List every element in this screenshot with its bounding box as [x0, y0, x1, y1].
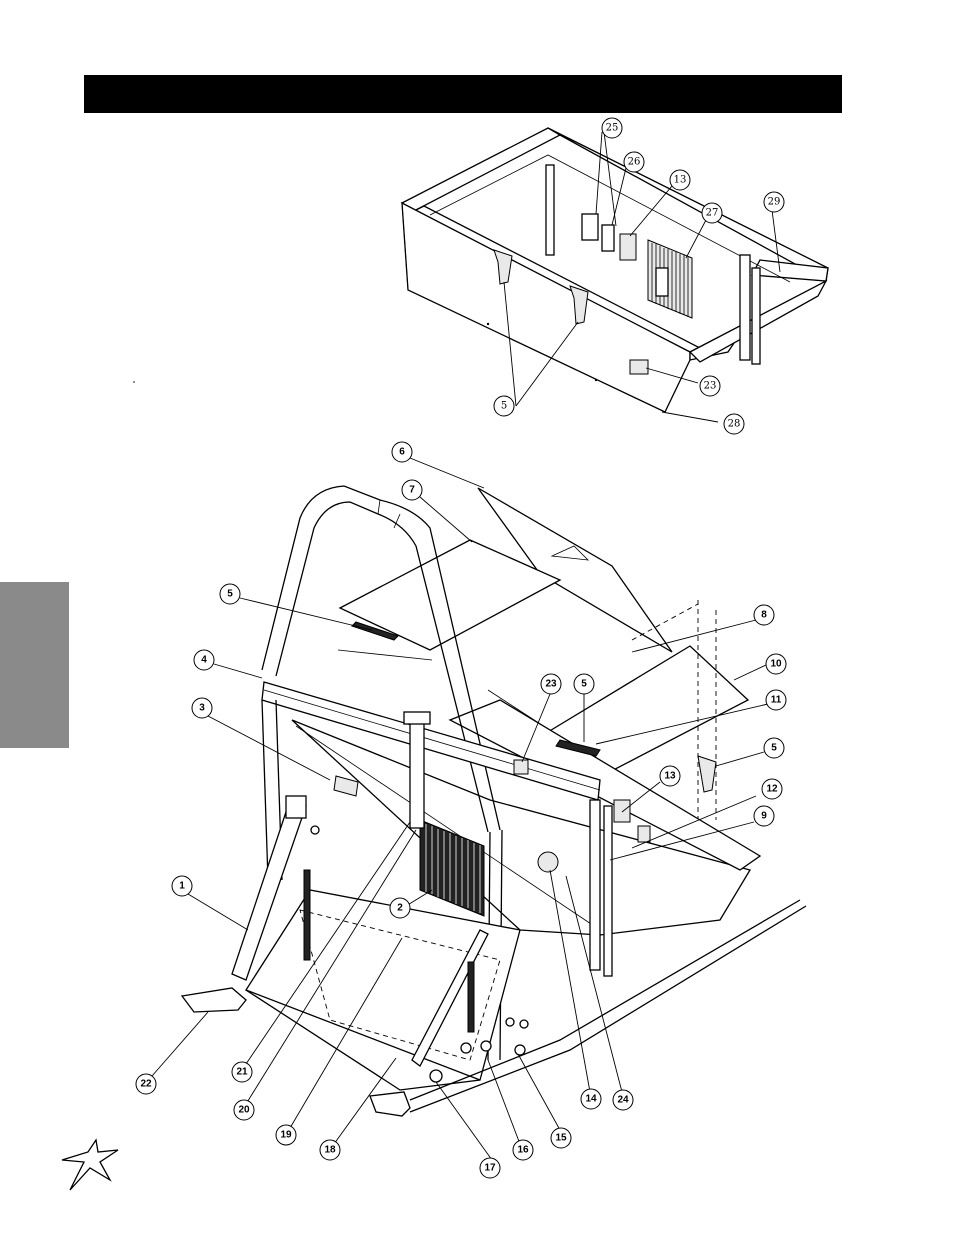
- side-tab: [0, 582, 69, 748]
- svg-text:19: 19: [280, 1130, 292, 1141]
- callout-bubble: 22: [135, 1073, 157, 1095]
- callout-bubble: 17: [479, 1157, 501, 1179]
- callout-bubble: 8: [753, 604, 775, 626]
- top-callout-group: 25 26 13 27 29 23 5 28: [493, 117, 785, 435]
- callout-bubble: 21: [231, 1061, 253, 1083]
- callout-bubble: 12: [761, 778, 783, 800]
- svg-text:14: 14: [585, 1094, 597, 1105]
- callout-bubble: 14: [580, 1088, 602, 1110]
- callout-bubble: 20: [233, 1099, 255, 1121]
- callout-bubble: 11: [765, 689, 787, 711]
- callout-bubble: 7: [401, 479, 423, 501]
- callout-bubble: 5: [219, 583, 241, 605]
- svg-text:13: 13: [664, 771, 676, 782]
- svg-text:5: 5: [581, 679, 587, 690]
- svg-text:23: 23: [545, 679, 557, 690]
- callout-bubble: 25: [601, 117, 623, 139]
- bottom-callout-group: 6 7 5 8 10 4 23 5 11 3 5 13 12 9 1 2 22 …: [135, 441, 787, 1179]
- svg-text:13: 13: [674, 175, 687, 186]
- svg-text:2: 2: [397, 903, 403, 914]
- callout-bubble: 29: [763, 191, 785, 213]
- frame-drawing: [180, 485, 807, 1117]
- svg-text:26: 26: [628, 157, 641, 168]
- callout-bubble: 4: [193, 649, 215, 671]
- svg-text:23: 23: [704, 381, 717, 392]
- callout-bubble: 5: [493, 395, 515, 417]
- callout-bubble: 26: [623, 151, 645, 173]
- callout-bubble: 5: [763, 737, 785, 759]
- svg-text:22: 22: [140, 1079, 152, 1090]
- callout-bubble: 9: [753, 805, 775, 827]
- svg-text:5: 5: [771, 743, 777, 754]
- svg-text:18: 18: [324, 1145, 336, 1156]
- svg-text:5: 5: [227, 589, 233, 600]
- callout-bubble: 2: [389, 897, 411, 919]
- callout-bubble: 19: [275, 1124, 297, 1146]
- bottom-leader-lines: [151, 457, 769, 1161]
- header-bar: [84, 75, 842, 113]
- svg-text:7: 7: [409, 485, 415, 496]
- callout-bubble: 18: [319, 1139, 341, 1161]
- svg-text:15: 15: [555, 1133, 567, 1144]
- callout-bubble: 27: [701, 202, 723, 224]
- svg-text:1: 1: [179, 881, 185, 892]
- callout-bubble: 13: [659, 765, 681, 787]
- svg-text:12: 12: [766, 784, 778, 795]
- svg-text:24: 24: [617, 1095, 629, 1106]
- callout-bubble: 23: [699, 375, 721, 397]
- svg-text:10: 10: [770, 659, 782, 670]
- callout-bubble: 6: [391, 441, 413, 463]
- callout-bubble: 3: [191, 697, 213, 719]
- top-leader-lines: [503, 131, 781, 423]
- svg-text:25: 25: [606, 123, 619, 134]
- callout-bubble: 15: [550, 1127, 572, 1149]
- brand-logo-icon: [61, 1138, 119, 1191]
- callout-bubble: 28: [723, 413, 745, 435]
- svg-text:29: 29: [768, 197, 781, 208]
- svg-text:11: 11: [771, 695, 782, 706]
- svg-text:3: 3: [199, 703, 205, 714]
- control-box-drawing: [133, 127, 829, 413]
- svg-text:8: 8: [761, 610, 767, 621]
- svg-text:6: 6: [399, 447, 405, 458]
- callout-bubble: 13: [669, 169, 691, 191]
- svg-text:17: 17: [484, 1163, 496, 1174]
- callout-bubble: 10: [765, 653, 787, 675]
- callout-bubble: 5: [573, 673, 595, 695]
- svg-text:28: 28: [728, 419, 741, 430]
- svg-text:21: 21: [236, 1067, 248, 1078]
- callout-bubble: 23: [540, 673, 562, 695]
- svg-text:4: 4: [201, 655, 207, 666]
- callout-bubble: 24: [612, 1089, 634, 1111]
- svg-text:16: 16: [517, 1145, 529, 1156]
- callout-bubble: 1: [171, 875, 193, 897]
- svg-text:27: 27: [706, 208, 719, 219]
- callout-bubble: 16: [512, 1139, 534, 1161]
- svg-text:5: 5: [501, 401, 507, 412]
- svg-text:9: 9: [761, 811, 767, 822]
- svg-text:20: 20: [238, 1105, 250, 1116]
